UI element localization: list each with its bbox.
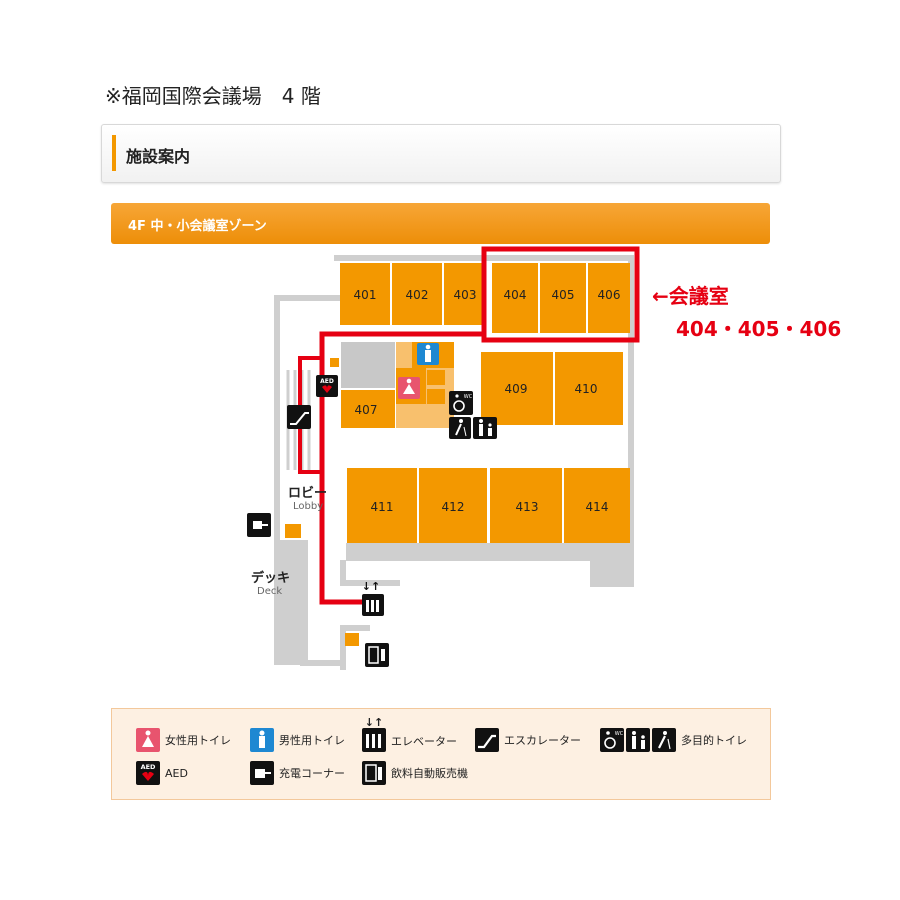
legend: 女性用トイレ 男性用トイレ ↓↑ エレベーター エスカレーター (111, 708, 771, 800)
room-402 (392, 263, 442, 325)
room-413 (490, 468, 562, 543)
legend-label: 女性用トイレ (165, 734, 231, 747)
room-label: 412 (442, 500, 465, 514)
facility-title: 施設案内 (126, 147, 191, 166)
legend-label: エレベーター (391, 734, 457, 748)
elderly-icon (449, 417, 471, 439)
room-label: 414 (586, 500, 609, 514)
facility-accent-bar (112, 135, 116, 171)
escalator-icon (475, 728, 499, 752)
legend-female-toilet: 女性用トイレ (136, 728, 231, 752)
facility-header: 施設案内 (101, 124, 781, 183)
legend-elevator: ↓↑ エレベーター (362, 717, 457, 752)
floor-map: 401 402 403 404 405 406 407 409 410 411 … (247, 246, 640, 670)
room-label: 411 (371, 500, 394, 514)
legend-aed: AED AED (136, 761, 188, 785)
room-label: 403 (454, 288, 477, 302)
legend-label: 多目的トイレ (681, 734, 747, 747)
legend-vending: 飲料自動販売機 (362, 761, 468, 785)
escalator-icon (287, 405, 311, 429)
vending-icon (365, 643, 389, 667)
parent-child-icon (473, 417, 497, 439)
vending-spot (345, 633, 359, 646)
elevator-icon (362, 728, 386, 752)
aed-spot (330, 358, 339, 367)
legend-male-toilet: 男性用トイレ (250, 728, 345, 752)
zone-header: 4F 中・小会議室ゾーン (111, 203, 770, 244)
elevator-icon: ↓↑ (362, 580, 384, 616)
legend-label: AED (165, 766, 188, 780)
service-block (341, 342, 395, 388)
parent-child-icon (626, 728, 650, 752)
charging-spot (285, 524, 301, 538)
room-411 (347, 468, 417, 543)
room-401 (340, 263, 390, 325)
legend-escalator: エスカレーター (475, 728, 581, 752)
room-label: 409 (505, 382, 528, 396)
room-label: 402 (406, 288, 429, 302)
vending-icon (362, 761, 386, 785)
room-labels: 401 402 403 404 405 406 407 409 410 411 … (354, 288, 621, 514)
page-title: ※福岡国際会議場 4 階 (105, 84, 321, 108)
room-409 (481, 352, 553, 425)
room-403 (444, 263, 486, 325)
legend-label: エスカレーター (504, 734, 581, 747)
legend-multipurpose-toilet: WC 多目的トイレ (600, 728, 747, 752)
route-path (319, 331, 484, 605)
room-label: 405 (552, 288, 575, 302)
meeting-room-callout: ←会議室 404・405・406 (652, 280, 841, 342)
elderly-icon (652, 728, 676, 752)
wheelchair-icon: WC (600, 728, 624, 752)
elevator-arrows-icon: ↓↑ (364, 716, 384, 729)
female-toilet-icon (136, 728, 160, 752)
male-toilet-icon (250, 728, 274, 752)
legend-label: 充電コーナー (279, 767, 345, 780)
room-label: 404 (504, 288, 527, 302)
highlight-frame (481, 246, 640, 343)
zone-title: 4F 中・小会議室ゾーン (128, 219, 267, 234)
svg-text:WC: WC (615, 731, 624, 737)
room-label: 406 (598, 288, 621, 302)
male-toilet-icon (417, 343, 439, 365)
female-toilet-icon (398, 377, 420, 399)
room-407 (341, 390, 395, 428)
room-405 (540, 263, 586, 333)
callout-line2: 404・405・406 (676, 317, 842, 341)
svg-text:↓↑: ↓↑ (362, 580, 380, 593)
charging-icon (247, 513, 271, 537)
charging-icon (250, 761, 274, 785)
room-406 (588, 263, 630, 333)
legend-charging: 充電コーナー (250, 761, 345, 785)
room-label: 401 (354, 288, 377, 302)
callout-line1: ←会議室 (652, 284, 729, 308)
room-414 (564, 468, 630, 543)
room-404 (492, 263, 538, 333)
svg-text:AED: AED (141, 763, 156, 771)
room-label: 410 (575, 382, 598, 396)
svg-text:WC: WC (464, 394, 473, 400)
legend-label: 飲料自動販売機 (391, 767, 468, 780)
room-label: 413 (516, 500, 539, 514)
aed-icon: AED (316, 375, 338, 397)
wheelchair-icon: WC (449, 391, 473, 415)
deck-label-en: Deck (257, 586, 282, 597)
room-410 (555, 352, 623, 425)
multipurpose-room-b (427, 389, 445, 404)
room-412 (419, 468, 487, 543)
room-dividers (390, 263, 588, 543)
multipurpose-room-a (427, 370, 445, 385)
lobby-label-en: Lobby (293, 501, 323, 512)
deck-label-ja: デッキ (251, 570, 290, 586)
aed-icon: AED (136, 761, 160, 785)
legend-label: 男性用トイレ (279, 734, 345, 747)
room-row-top (340, 263, 630, 333)
svg-text:AED: AED (320, 378, 334, 385)
room-label: 407 (355, 403, 378, 417)
lobby-label-ja: ロビー (288, 485, 327, 501)
